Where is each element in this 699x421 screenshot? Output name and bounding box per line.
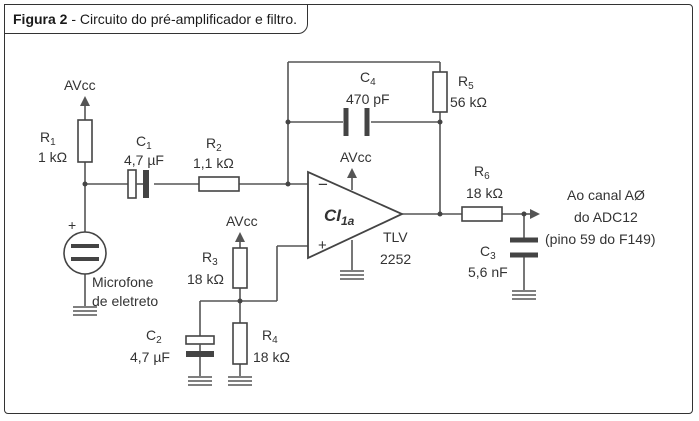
c4-designator: C4: [360, 69, 376, 88]
capacitor-c2: [185, 335, 215, 357]
c3-value: 5,6 nF: [468, 264, 508, 280]
r1-value: 1 kΩ: [38, 149, 67, 165]
figure-caption: Figura 2 - Circuito do pré-amplificador …: [4, 4, 308, 34]
opamp-plus-label: +: [318, 237, 327, 254]
ground-icon: [512, 290, 536, 300]
r5-value: 56 kΩ: [450, 94, 487, 110]
figure-number: Figura 2: [13, 11, 68, 27]
r6-designator: R6: [474, 163, 490, 182]
c4-value: 470 pF: [346, 91, 390, 107]
resistor-r2: [198, 176, 240, 192]
avcc-opamp-arrow: [347, 168, 357, 178]
opamp-triangle: [307, 170, 405, 260]
r1-designator: R1: [40, 129, 56, 148]
capacitor-c4: [343, 108, 370, 136]
capacitor-c1: [127, 169, 149, 199]
r5-designator: R5: [458, 73, 474, 92]
capacitor-c3: [510, 237, 538, 258]
r4-value: 18 kΩ: [253, 349, 290, 365]
resistor-r5: [432, 71, 448, 113]
output-label-line2: do ADC12: [574, 209, 638, 225]
output-label-line1: Ao canal AØ: [567, 187, 645, 203]
ground-icon: [340, 270, 364, 280]
microphone-plus-label: +: [68, 217, 76, 233]
ground-icon: [73, 306, 97, 316]
ground-icon: [228, 376, 252, 386]
figure-caption-text: - Circuito do pré-amplificador e filtro.: [67, 11, 297, 27]
microphone-label-line2: de eletreto: [92, 293, 158, 309]
c2-designator: C2: [146, 327, 162, 346]
avcc-bias-arrow: [235, 232, 245, 242]
opamp-part-line1: TLV: [383, 229, 408, 245]
output-label-line3: (pino 59 do F149): [545, 231, 656, 247]
microphone-symbol: [63, 231, 107, 275]
c2-value: 4,7 µF: [130, 349, 170, 365]
avcc-opamp-label: AVcc: [340, 149, 372, 165]
c3-designator: C3: [480, 243, 496, 262]
avcc-bias-label: AVcc: [226, 213, 258, 229]
resistor-r1: [77, 119, 93, 163]
junction-dots: [82, 119, 527, 304]
opamp-designator: CI1a: [324, 206, 355, 228]
resistor-r4: [232, 322, 248, 365]
figure-frame: [4, 4, 693, 414]
resistor-r3: [232, 247, 248, 289]
output-arrow: [530, 209, 540, 219]
r2-designator: R2: [206, 135, 222, 154]
c1-designator: C1: [136, 133, 152, 152]
r4-designator: R4: [262, 327, 278, 346]
c1-value: 4,7 µF: [124, 152, 164, 168]
microphone-label-line1: Microfone: [92, 274, 154, 290]
r3-designator: R3: [202, 249, 218, 268]
ground-icon: [188, 376, 212, 386]
resistor-r6: [461, 206, 503, 222]
r2-value: 1,1 kΩ: [193, 155, 234, 171]
opamp-minus-label: −: [318, 175, 328, 194]
avcc-top-label: AVcc: [64, 77, 96, 93]
r3-value: 18 kΩ: [187, 271, 224, 287]
opamp-part-line2: 2252: [380, 251, 411, 267]
r6-value: 18 kΩ: [466, 185, 503, 201]
avcc-top-arrow: [80, 96, 90, 106]
